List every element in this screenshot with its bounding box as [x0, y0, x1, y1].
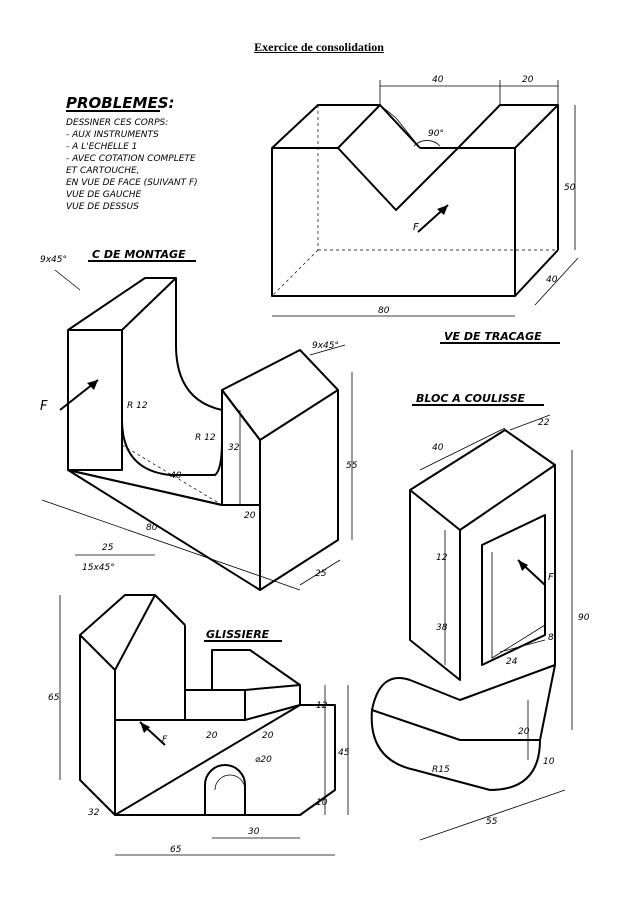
- dim-label: 12: [316, 701, 328, 711]
- dim-label: 20: [518, 727, 530, 737]
- dim-label: 9x45°: [40, 255, 67, 265]
- problems-block: PROBLEMES: DESSINER CES CORPS: - AUX INS…: [66, 94, 198, 212]
- dim-label: 20: [244, 511, 256, 521]
- dim-label: 9x45°: [312, 341, 339, 351]
- problems-line: VUE DE GAUCHE: [66, 190, 142, 200]
- bloc-arrow-label: F: [548, 572, 554, 583]
- glissiere-figure: GLISSIERE F 25 15x45° 65 32 20 20: [48, 543, 350, 856]
- tracage-arrow-label: F: [413, 222, 419, 233]
- dim-label: R 12: [127, 401, 148, 411]
- dim-label: 55: [346, 461, 358, 471]
- dim-label: 20: [206, 731, 218, 741]
- problems-line: - AVEC COTATION COMPLETE: [66, 154, 196, 164]
- dim-label: 40: [546, 275, 558, 285]
- problems-line: EN VUE DE FACE (SUIVANT F): [66, 178, 198, 188]
- dim-label: 15x45°: [82, 563, 115, 573]
- montage-title: C DE MONTAGE: [92, 248, 186, 261]
- bloc-figure: BLOC A COULISSE F 40 22 12 38 90 24 8 20: [370, 392, 590, 841]
- dim-label: 50: [564, 183, 576, 193]
- dim-label: 22: [538, 418, 550, 428]
- problems-line: DESSINER CES CORPS:: [66, 118, 168, 128]
- dim-label: 10: [316, 798, 328, 808]
- problems-title: PROBLEMES:: [66, 94, 175, 112]
- dim-label: 65: [170, 845, 182, 855]
- dim-label: 32: [228, 443, 240, 453]
- dim-label: 40: [170, 471, 182, 481]
- dim-label: 10: [543, 757, 555, 767]
- dim-label: 20: [262, 731, 274, 741]
- dim-label: R15: [432, 765, 450, 775]
- dim-label: 25: [102, 543, 114, 553]
- dim-label: ⌀20: [255, 755, 272, 765]
- dim-label: R 12: [195, 433, 216, 443]
- dim-label: 80: [146, 523, 158, 533]
- dim-label: 90: [578, 613, 590, 623]
- montage-figure: C DE MONTAGE F 9x45° 9x45° R 12 R 12: [40, 248, 358, 591]
- dim-label: 30: [248, 827, 260, 837]
- dim-label: 40: [432, 75, 444, 85]
- tracage-title: VE DE TRACAGE: [444, 330, 542, 343]
- problems-line: - AUX INSTRUMENTS: [66, 130, 159, 140]
- dim-label: 20: [522, 75, 534, 85]
- dim-label: 12: [436, 553, 448, 563]
- problems-line: VUE DE DESSUS: [66, 202, 139, 212]
- montage-arrow-label: F: [40, 399, 48, 414]
- tracage-figure: F 40 20 50 40 80 90° VE DE TRACAGE: [271, 75, 579, 344]
- page-title: Exercice de consolidation: [254, 40, 384, 54]
- glissiere-title: GLISSIERE: [206, 628, 270, 641]
- glissiere-arrow-label: F: [162, 735, 168, 745]
- dim-label: 55: [486, 817, 498, 827]
- dim-label: 8: [548, 633, 554, 643]
- dim-label: 45: [338, 748, 350, 758]
- dim-label: 32: [88, 808, 100, 818]
- dim-label: 65: [48, 693, 60, 703]
- problems-line: ET CARTOUCHE,: [66, 166, 140, 176]
- dim-label: 38: [436, 623, 448, 633]
- bloc-title: BLOC A COULISSE: [416, 392, 526, 405]
- dim-label: 25: [315, 569, 327, 579]
- problems-line: - A L'ECHELLE 1: [66, 142, 137, 152]
- dim-label: 80: [378, 306, 390, 316]
- dim-label: 40: [432, 443, 444, 453]
- dim-label: 90°: [428, 129, 444, 139]
- dim-label: 24: [506, 657, 518, 667]
